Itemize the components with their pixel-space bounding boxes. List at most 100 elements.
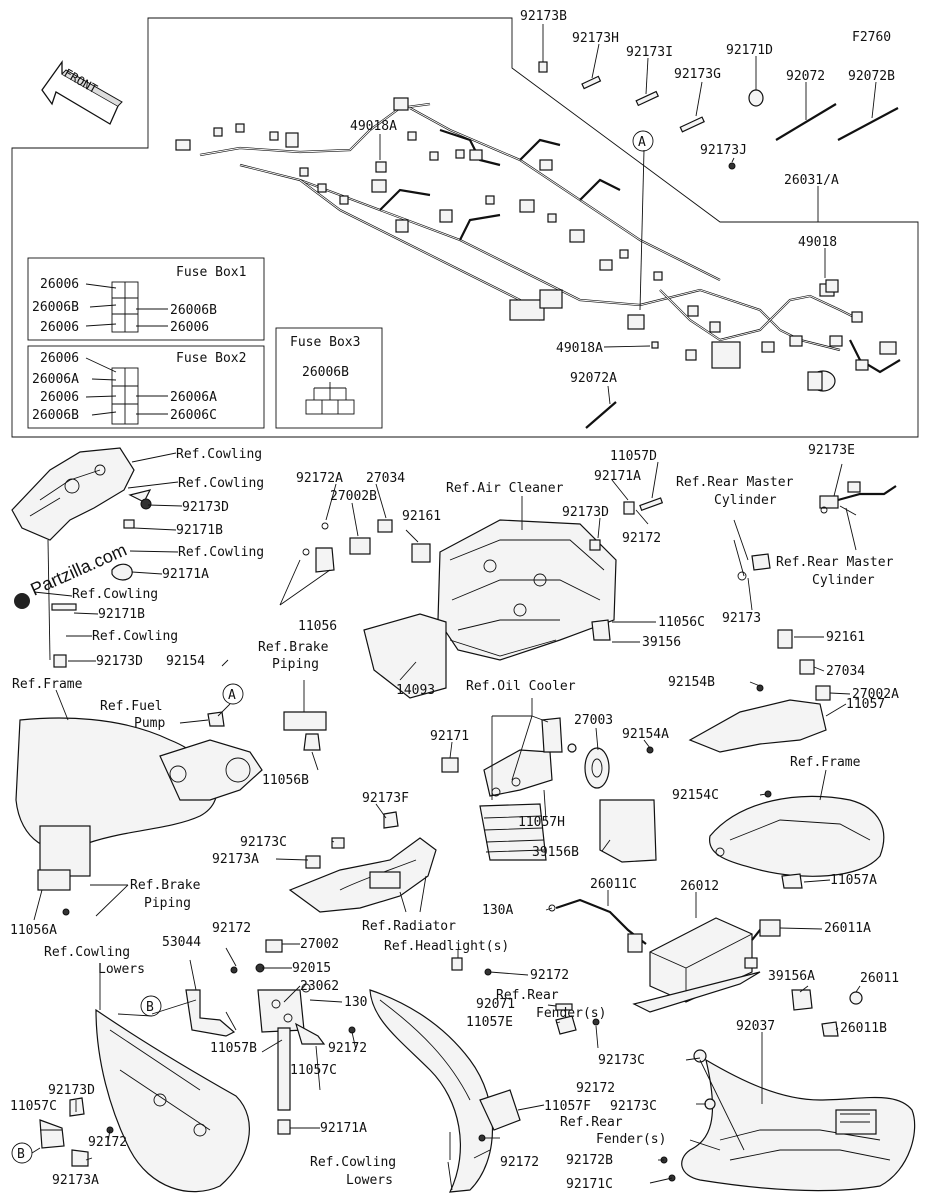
label-92154: 92154 [166,654,205,669]
label-11057C-2: 11057C [10,1099,57,1114]
label-11056C: 11056C [658,615,705,630]
label-ref-rear-fender-2a: Ref.Rear [560,1115,623,1130]
label-23062: 23062 [300,979,339,994]
label-92173C-2: 92173C [598,1053,645,1068]
label-92072B: 92072B [848,69,895,84]
label-ref-brake-piping-2a: Ref.Brake [130,878,201,893]
label-ref-radiator: Ref.Radiator [362,919,456,934]
label-92154A: 92154A [622,727,669,742]
fuse-box-1: Fuse Box1 26006 26006B 26006 26006B 2600… [27,257,265,341]
label-27034-2: 27034 [826,664,865,679]
label-ref-fuel-pump-1: Ref.Fuel [100,699,163,714]
label-11057E: 11057E [466,1015,513,1030]
label-92173B: 92173B [520,9,567,24]
label-92173F: 92173F [362,791,409,806]
label-ref-cowling-lowers-1b: Lowers [98,962,145,977]
leader-lines-upper-left [33,452,183,662]
label-92171B-2: 92171B [98,607,145,622]
label-ref-cowling-lowers-2b: Lowers [346,1173,393,1188]
leader-lines-oil-cooler [449,698,651,852]
label-26031A: 26031/A [784,173,839,188]
label-92173: 92173 [722,611,761,626]
label-11057H: 11057H [518,815,565,830]
label-49018: 49018 [798,235,837,250]
label-53044: 53044 [162,935,201,950]
fuse-box-2-left-1: 26006A [32,372,79,387]
fuse-box-1-left-2: 26006 [40,320,79,335]
label-ref-rear-mc-2b: Cylinder [812,573,875,588]
label-92173G: 92173G [674,67,721,82]
oil-cooler-parts [441,717,657,863]
lower-cowling-bracket-right [369,957,600,1193]
leader-lines-center [279,461,659,681]
label-92072: 92072 [786,69,825,84]
rear-master-cylinder-parts [733,463,897,611]
label-92172-7: 92172 [500,1155,539,1170]
fuse-box-1-right-0: 26006B [170,303,217,318]
leader-lines-mid-left [33,659,319,921]
label-ref-cowling-lowers-2a: Ref.Cowling [310,1155,396,1170]
callout-a-mid [222,683,244,705]
label-ref-brake-piping-2b: Piping [144,896,191,911]
label-ref-cowling-5: Ref.Cowling [92,629,178,644]
label-92172-3: 92172 [530,968,569,983]
leader-lines-top [379,24,877,405]
label-92154C: 92154C [672,788,719,803]
label-49018A-mid: 49018A [556,341,603,356]
label-ref-rear-mc-2a: Ref.Rear Master [776,555,894,570]
watermark-logo-icon [14,593,30,609]
label-11057: 11057 [846,697,885,712]
label-92037: 92037 [736,1019,775,1034]
label-26012: 26012 [680,879,719,894]
fuse-block-3-icon [305,399,355,415]
label-92171A-1: 92171A [162,567,209,582]
fuse-box-2-title: Fuse Box2 [176,351,246,366]
label-26011B: 26011B [840,1021,887,1036]
rear-fender-bracket [660,989,916,1192]
label-27002: 27002 [300,937,339,952]
fuse-box-1-left-0: 26006 [40,277,79,292]
label-27003: 27003 [574,713,613,728]
callout-a-top-label: A [638,135,646,150]
label-ref-cowling-2: Ref.Cowling [178,476,264,491]
label-92171A-2: 92171A [594,469,641,484]
lower-cowling-bracket-left [39,939,356,1193]
label-130: 130 [344,995,367,1010]
label-ref-rear-fender-1a: Ref.Rear [496,988,559,1003]
label-92173E: 92173E [808,443,855,458]
frame-left [15,711,327,916]
upper-cowling-bracket [11,447,152,668]
label-ref-brake-piping-1b: Piping [272,657,319,672]
label-14093: 14093 [396,683,435,698]
label-92173A-2: 92173A [52,1173,99,1188]
label-ref-cowling-lowers-1a: Ref.Cowling [44,945,130,960]
label-ref-rear-mc-1a: Ref.Rear Master [676,475,794,490]
rear-frame-bracket [688,629,885,889]
label-92173A-1: 92173A [212,852,259,867]
leader-lines-radiator [275,803,427,913]
label-11056: 11056 [298,619,337,634]
label-11057D: 11057D [610,449,657,464]
callout-b-left-label: B [17,1147,25,1162]
label-92171D: 92171D [726,43,773,58]
label-ref-headlights: Ref.Headlight(s) [384,939,509,954]
callout-a-top [632,130,654,152]
fuse-box-3: Fuse Box3 26006B [275,327,383,429]
fuse-box-2-right-0: 26006A [170,390,217,405]
loose-parts-top [375,50,899,429]
label-92171B-1: 92171B [176,523,223,538]
label-ref-cowling-4: Ref.Cowling [72,587,158,602]
label-ref-brake-piping-1a: Ref.Brake [258,640,329,655]
label-39156A: 39156A [768,969,815,984]
label-92173D-1: 92173D [182,500,229,515]
label-26011: 26011 [860,971,899,986]
radiator-bracket [288,811,437,913]
label-92171: 92171 [430,729,469,744]
fuse-box-3-title: Fuse Box3 [290,335,360,350]
label-ref-rear-mc-1b: Cylinder [714,493,777,508]
label-92161-1: 92161 [402,509,441,524]
label-ref-rear-fender-1b: Fender(s) [536,1006,606,1021]
label-39156B: 39156B [532,845,579,860]
